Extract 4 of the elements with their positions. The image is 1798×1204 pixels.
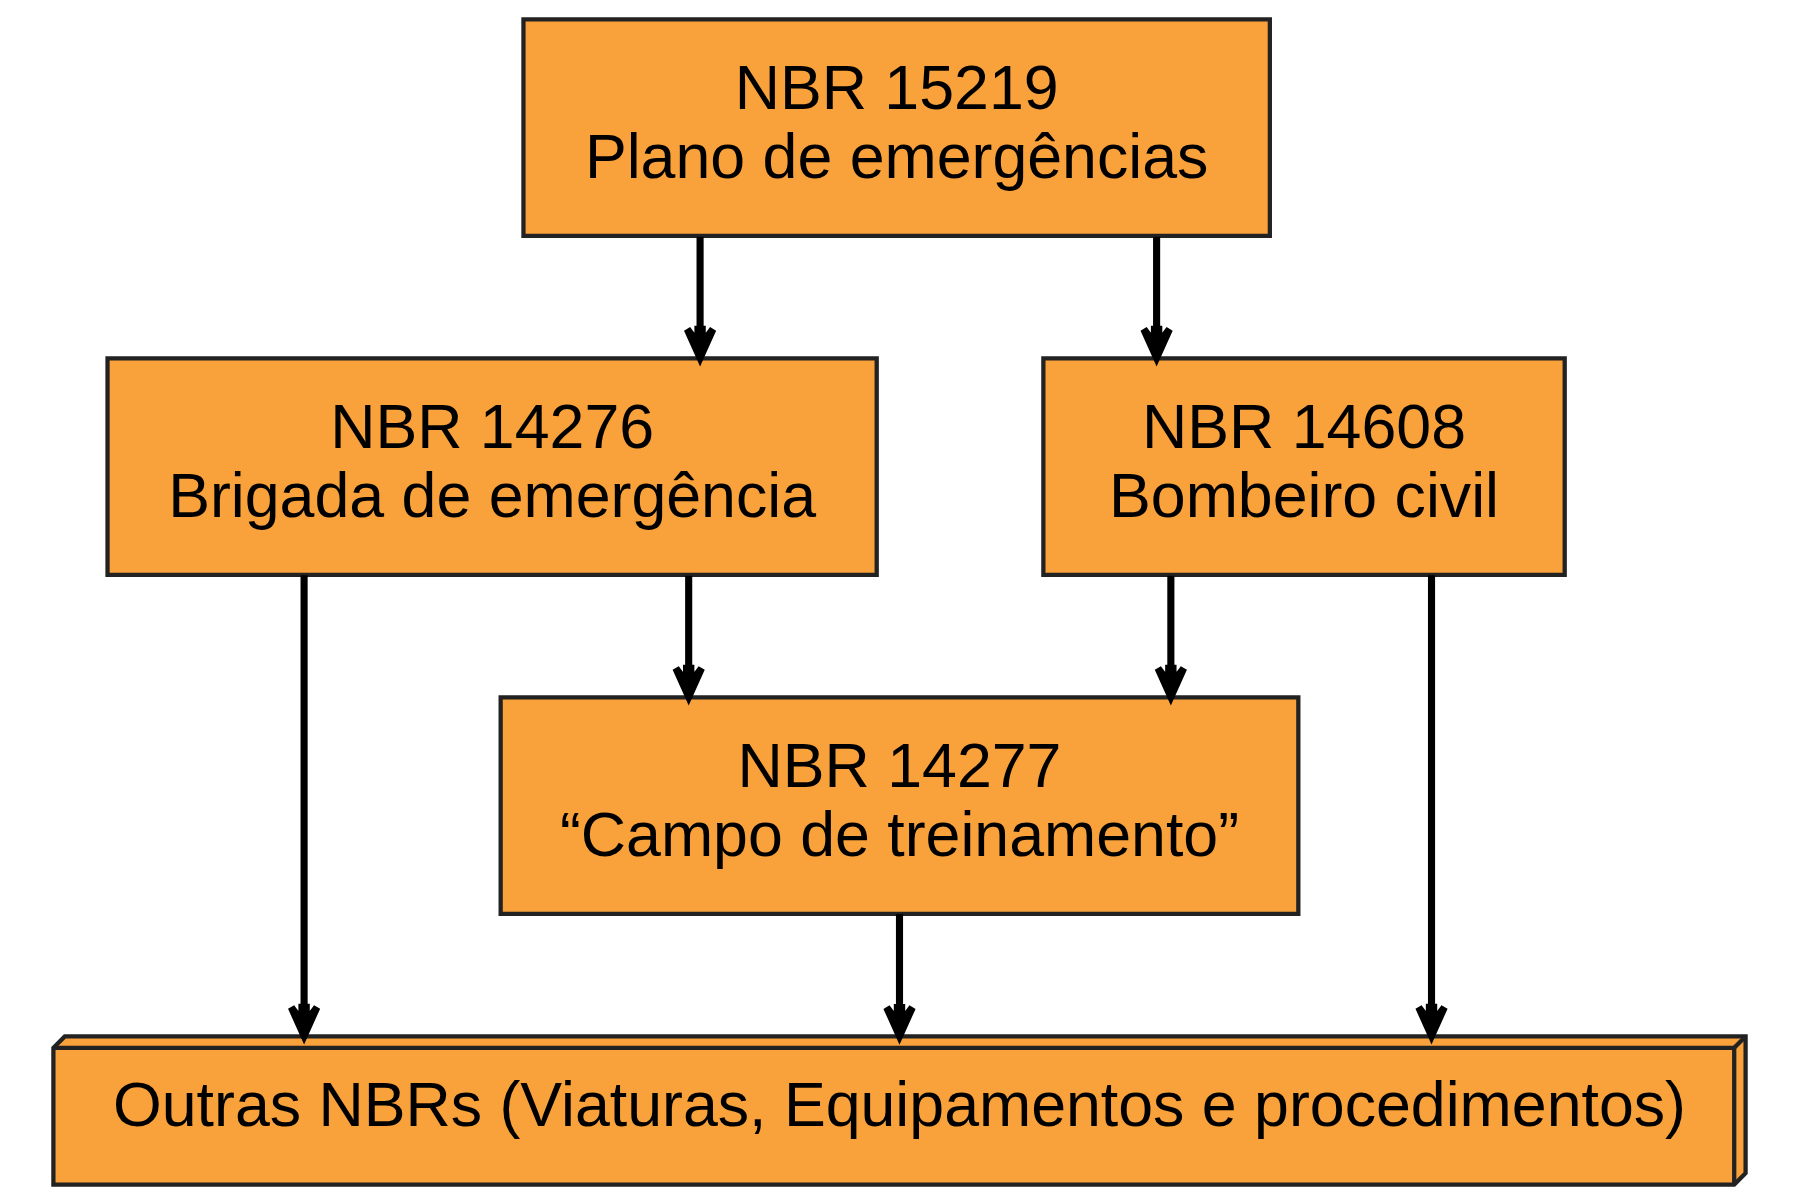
node-box: NBR 14276 Brigada de emergência — [104, 356, 879, 578]
node-box: NBR 14608 Bombeiro civil — [1040, 356, 1567, 578]
node-box: NBR 15219 Plano de emergências — [520, 17, 1272, 239]
node-box: NBR 14277 “Campo de treinamento” — [498, 695, 1300, 917]
